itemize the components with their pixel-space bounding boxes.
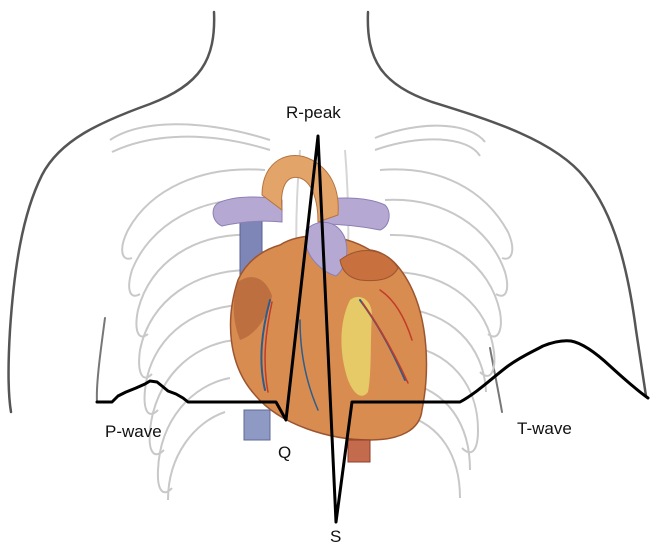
inferior-vena-cava (244, 410, 270, 440)
descending-aorta-stub (348, 440, 370, 462)
left-arm-crease (97, 318, 105, 402)
s-label: S (330, 528, 341, 545)
r-peak-label: R-peak (286, 104, 341, 121)
torso-left-contour (8, 12, 214, 412)
p-wave-label: P-wave (105, 423, 162, 440)
t-wave-label: T-wave (517, 420, 572, 437)
q-label: Q (278, 444, 291, 461)
